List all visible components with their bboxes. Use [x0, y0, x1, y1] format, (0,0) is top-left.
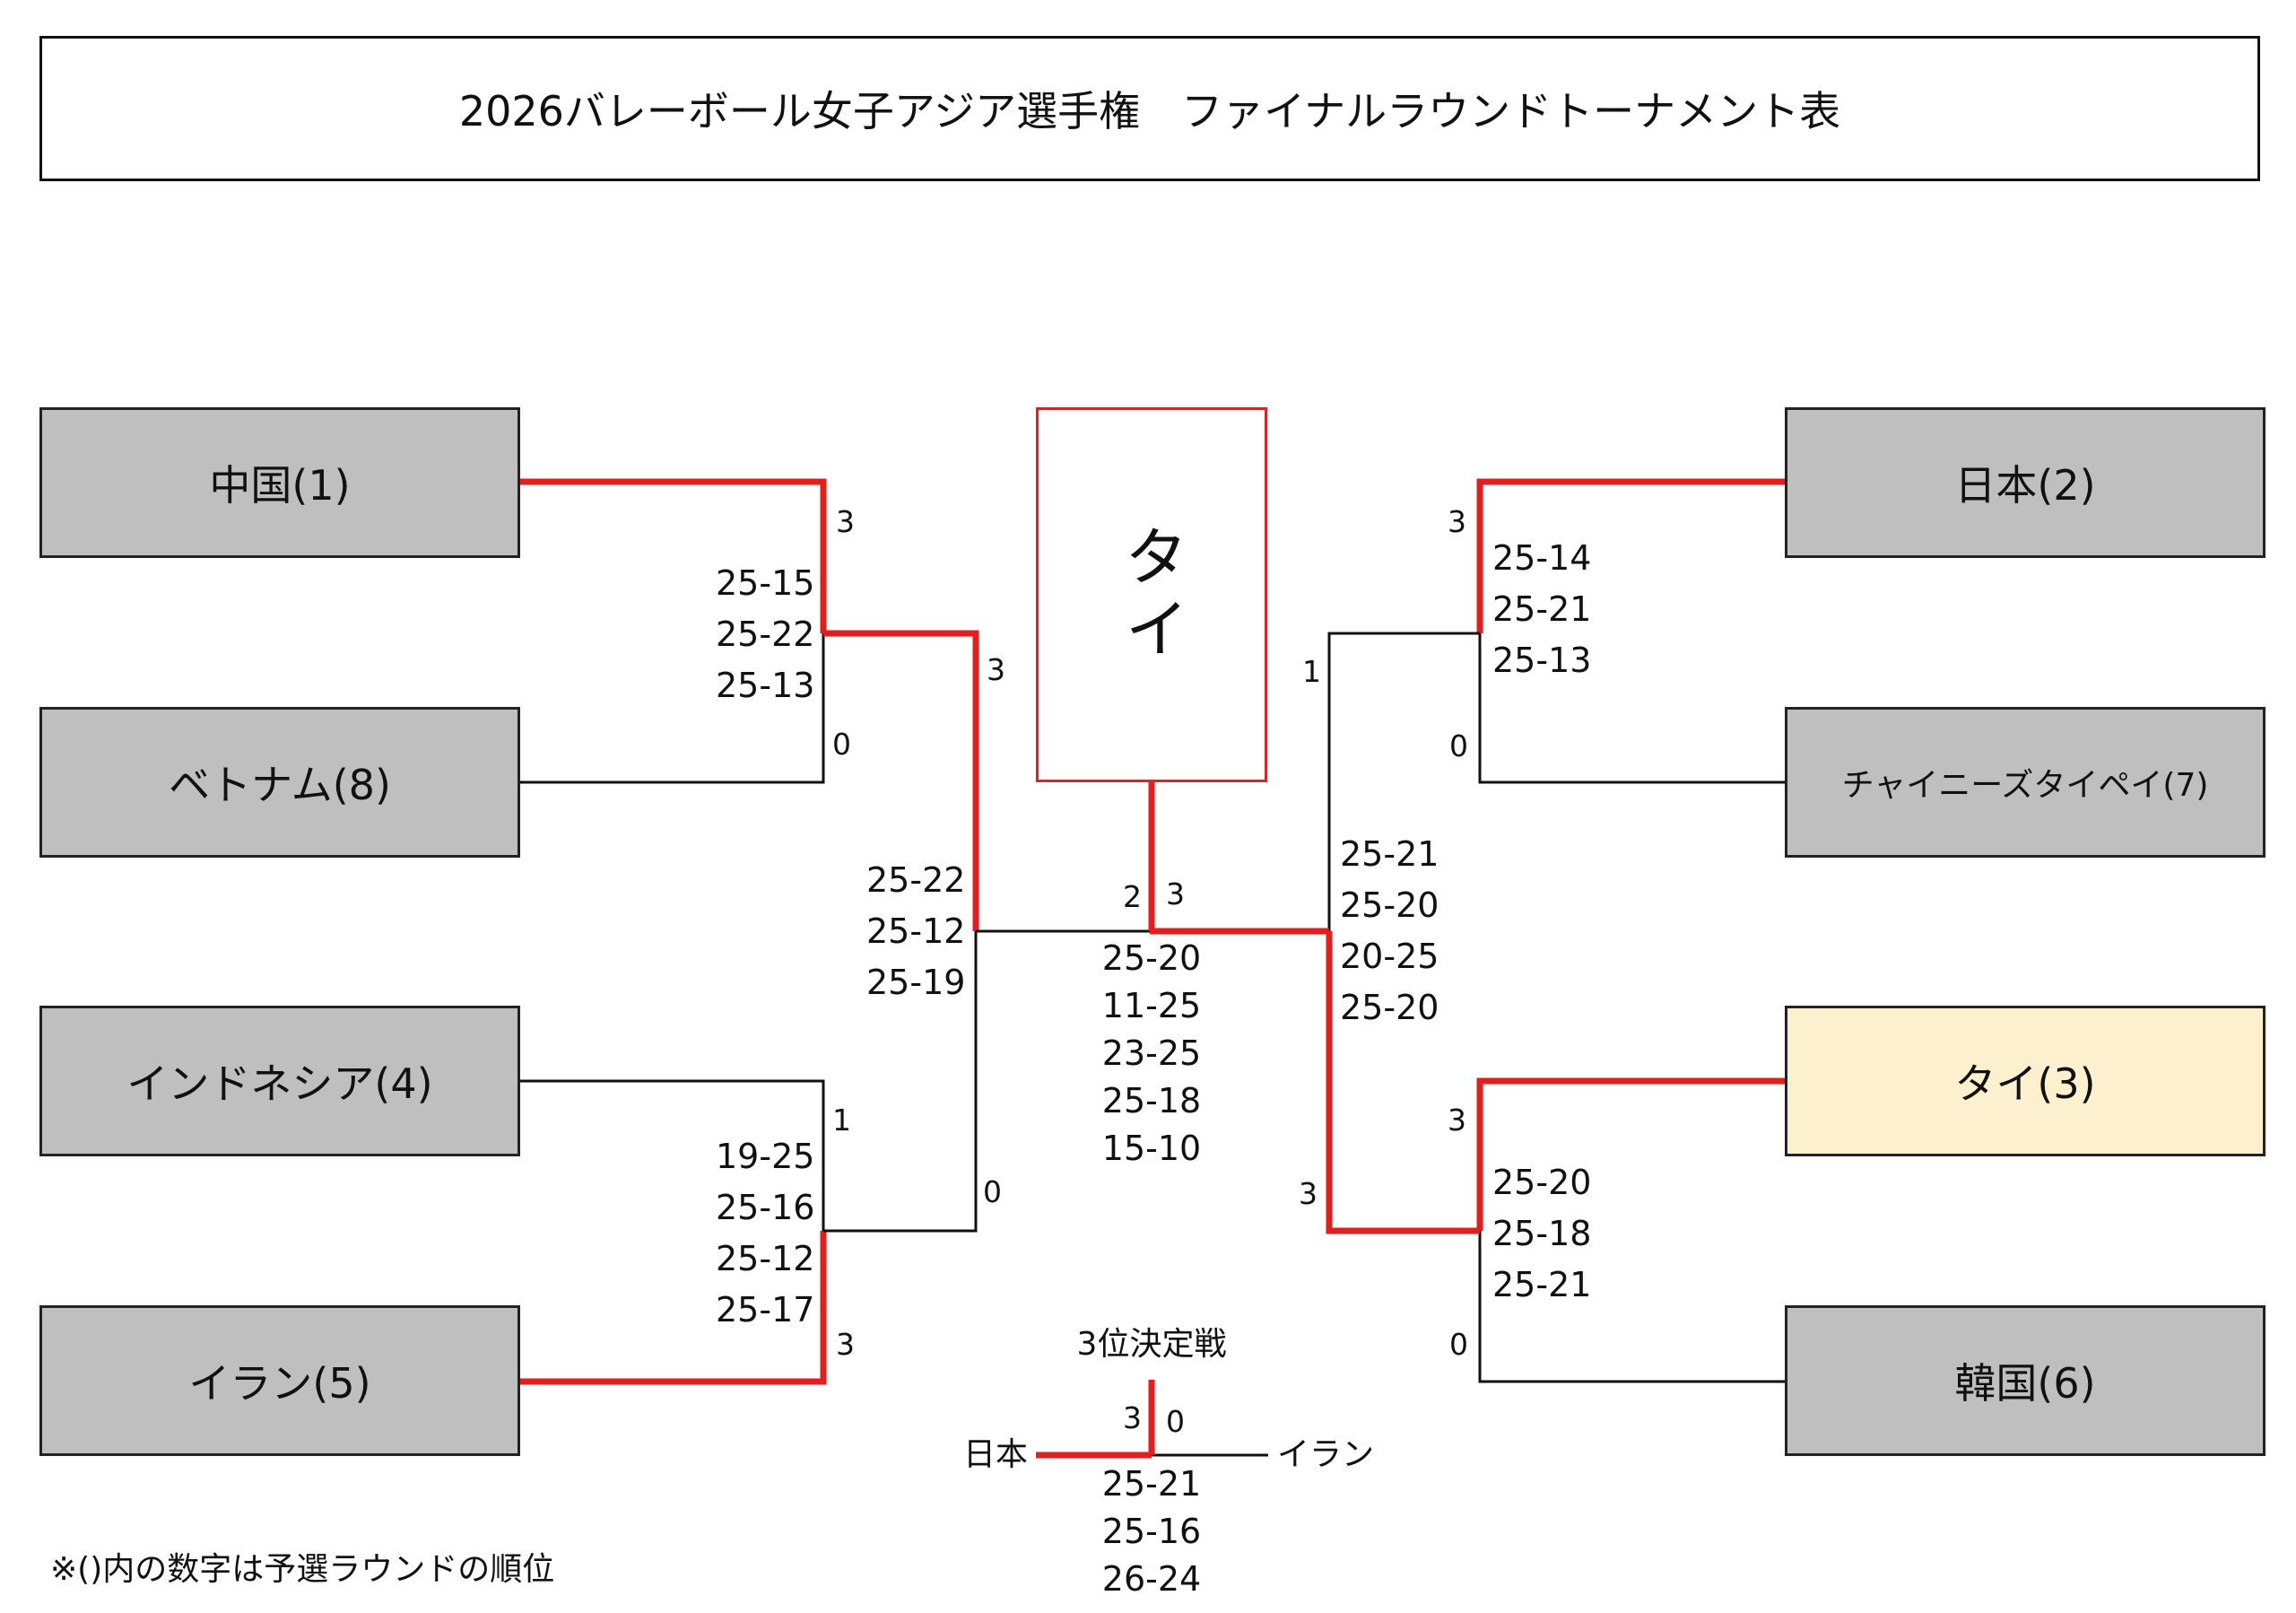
qf-right-top-win-top: 3 — [1448, 504, 1466, 539]
line-china — [520, 478, 827, 633]
set-score: 25-20 — [1492, 1163, 1592, 1202]
third-place-team-right: イラン — [1277, 1436, 1375, 1473]
set-score: 25-19 — [866, 963, 966, 1002]
team-indonesia: インドネシア(4) — [39, 1006, 520, 1156]
line-japan — [1476, 478, 1785, 633]
title-box: 2026バレーボール女子アジア選手権 ファイナルラウンドトーナメント表 — [39, 36, 2260, 181]
line-sf-right-top — [1327, 632, 1480, 931]
set-score: 25-21 — [1101, 1464, 1202, 1504]
team-chinese-taipei: チャイニーズタイペイ(7) — [1785, 707, 2266, 858]
set-score: 25-20 — [1101, 938, 1202, 978]
sf-left-win-bottom: 0 — [983, 1174, 1002, 1209]
qf-left-bottom-win-bottom: 3 — [836, 1327, 855, 1362]
champion-name: タイ — [1113, 523, 1189, 667]
set-score: 25-15 — [716, 563, 815, 603]
set-score: 11-25 — [1101, 986, 1202, 1025]
line-iran — [520, 1231, 827, 1385]
line-indonesia — [520, 1079, 825, 1231]
set-score: 25-18 — [1492, 1214, 1592, 1253]
line-sf-left-bottom — [823, 931, 978, 1233]
third-place-scores: 25-21 25-16 26-24 — [1062, 1460, 1241, 1603]
line-sf-left-top — [823, 630, 979, 931]
sf-left-win-top: 3 — [987, 652, 1005, 687]
set-score: 25-18 — [1101, 1081, 1202, 1120]
set-score: 25-16 — [1101, 1512, 1202, 1551]
team-japan: 日本(2) — [1785, 407, 2266, 558]
qf-left-top-scores: 25-15 25-22 25-13 — [716, 558, 814, 711]
set-score: 25-12 — [716, 1239, 815, 1278]
set-score: 25-20 — [1340, 885, 1439, 925]
qf-right-top-scores: 25-14 25-21 25-13 — [1492, 533, 1591, 686]
qf-right-top-win-bottom: 0 — [1449, 728, 1468, 763]
set-score: 20-25 — [1340, 937, 1439, 976]
team-korea: 韓国(6) — [1785, 1305, 2266, 1456]
line-taipei — [1478, 633, 1785, 784]
sf-right-win-bottom: 3 — [1299, 1176, 1318, 1211]
team-vietnam: ベトナム(8) — [39, 707, 520, 858]
line-vietnam — [520, 633, 825, 784]
third-place-win-left: 3 — [1123, 1400, 1142, 1435]
qf-right-bottom-win-bottom: 0 — [1449, 1327, 1468, 1362]
qf-left-bottom-scores: 19-25 25-16 25-12 25-17 — [716, 1131, 814, 1336]
sf-right-win-top: 1 — [1302, 654, 1321, 689]
set-score: 25-14 — [1492, 538, 1592, 578]
set-score: 25-20 — [1340, 988, 1439, 1027]
line-thailand — [1476, 1077, 1785, 1231]
sf-right-scores: 25-21 25-20 20-25 25-20 — [1340, 829, 1439, 1033]
qf-right-bottom-scores: 25-20 25-18 25-21 — [1492, 1157, 1591, 1311]
set-score: 25-13 — [716, 666, 815, 705]
final-win-right: 3 — [1166, 876, 1185, 911]
set-score: 23-25 — [1101, 1033, 1202, 1073]
set-score: 19-25 — [716, 1137, 815, 1176]
qf-right-bottom-win-top: 3 — [1448, 1103, 1466, 1138]
qf-left-top-win-top: 3 — [836, 504, 855, 539]
set-score: 15-10 — [1101, 1129, 1202, 1168]
third-place-team-left: 日本 — [963, 1436, 1029, 1473]
team-china: 中国(1) — [39, 407, 520, 558]
final-win-left: 2 — [1123, 879, 1142, 914]
line-korea — [1478, 1231, 1785, 1383]
set-score: 25-22 — [716, 615, 815, 654]
champion-box: タイ — [1036, 407, 1267, 782]
set-score: 25-21 — [1492, 589, 1592, 629]
team-thailand: タイ(3) — [1785, 1006, 2266, 1156]
set-score: 25-17 — [716, 1290, 815, 1330]
team-iran: イラン(5) — [39, 1305, 520, 1456]
third-place-win-right: 0 — [1166, 1404, 1185, 1439]
third-place-label: 3位決定戦 — [1076, 1326, 1227, 1363]
page-title: 2026バレーボール女子アジア選手権 ファイナルラウンドトーナメント表 — [458, 87, 1841, 135]
set-score: 25-21 — [1492, 1265, 1592, 1304]
set-score: 25-22 — [866, 860, 966, 900]
set-score: 25-12 — [866, 911, 966, 951]
footnote: ※()内の数字は予選ラウンドの順位 — [50, 1551, 555, 1588]
final-scores: 25-20 11-25 23-25 25-18 15-10 — [1062, 935, 1241, 1173]
qf-left-top-win-bottom: 0 — [832, 727, 851, 762]
set-score: 25-16 — [716, 1188, 815, 1227]
set-score: 25-21 — [1340, 834, 1439, 874]
line-sf-right-bottom — [1326, 931, 1480, 1234]
set-score: 26-24 — [1101, 1559, 1202, 1599]
sf-left-scores: 25-22 25-12 25-19 — [866, 855, 965, 1008]
set-score: 25-13 — [1492, 641, 1592, 680]
qf-left-bottom-win-top: 1 — [832, 1103, 851, 1138]
